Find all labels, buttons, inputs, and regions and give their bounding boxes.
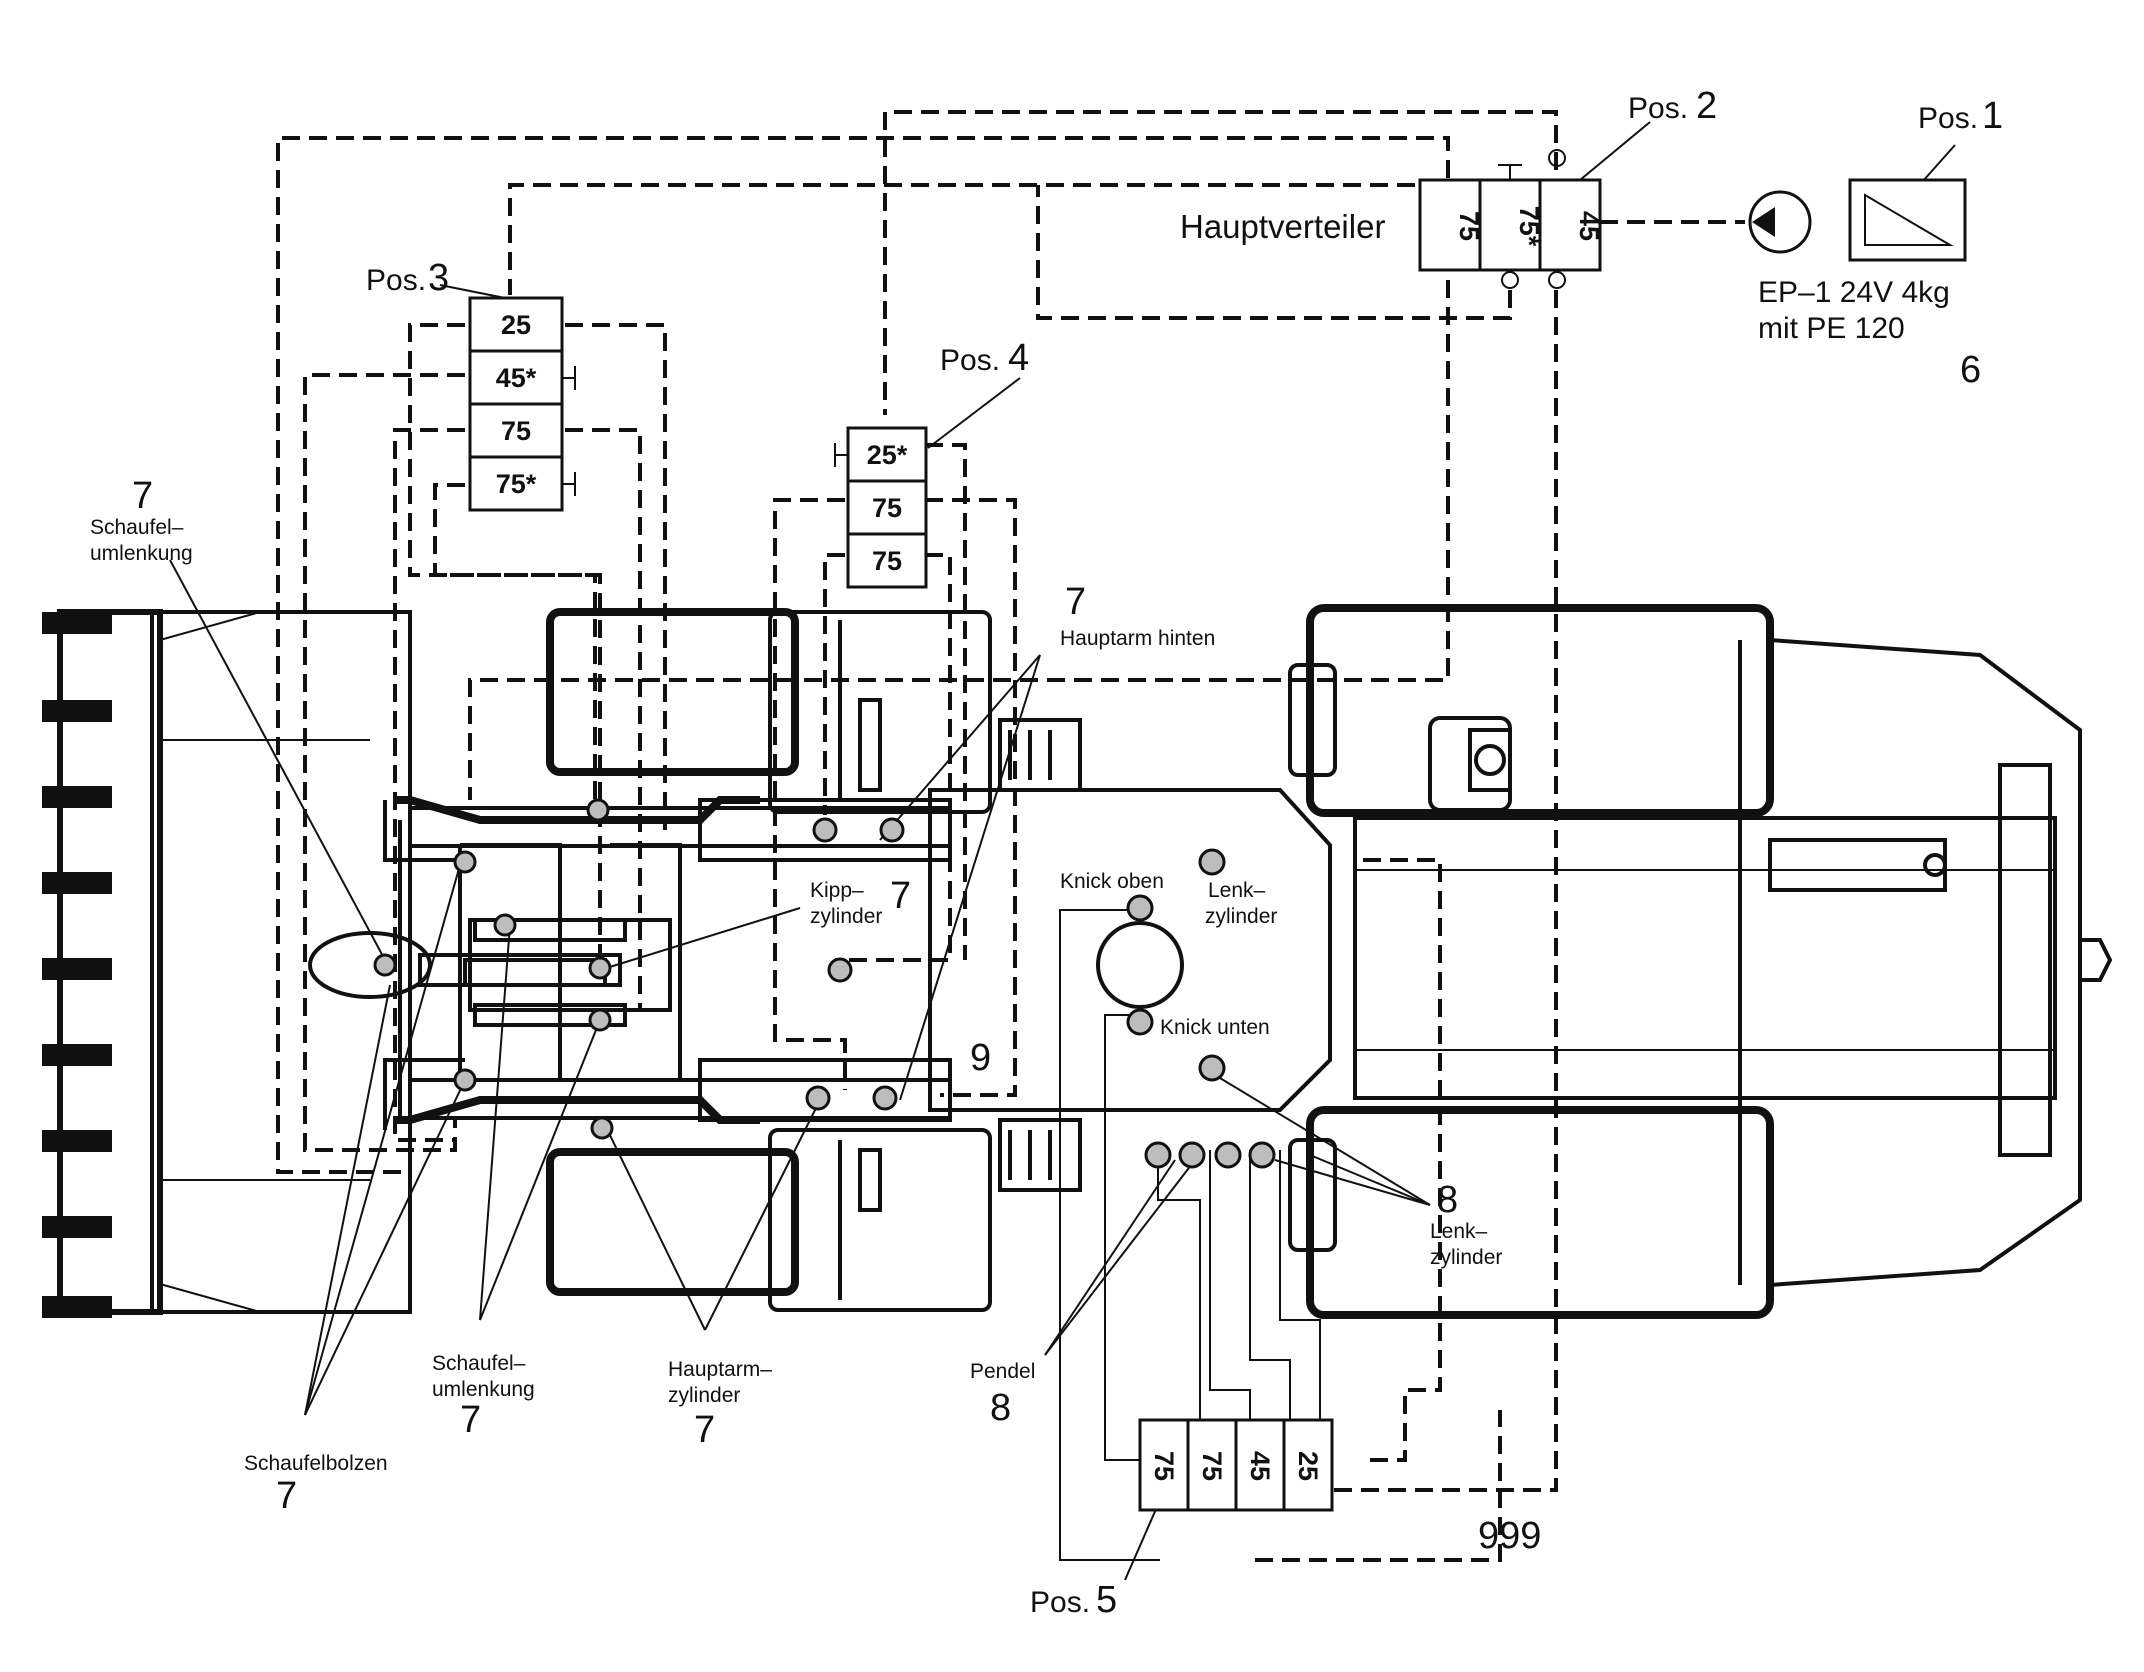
grease-nipple xyxy=(493,913,517,937)
pos5-feed-lines xyxy=(1059,909,1321,1561)
lenk-bottom-line2: zylinder xyxy=(1430,1246,1502,1269)
grease-nipple xyxy=(812,817,838,843)
bucket xyxy=(42,609,432,1318)
grease-nipple xyxy=(872,1085,898,1111)
pos5-cell-1: 75 xyxy=(1149,1451,1179,1481)
grease-nipple xyxy=(1126,894,1154,922)
pos4-cell-2: 75 xyxy=(872,493,902,523)
pos5-cell-4: 25 xyxy=(1293,1451,1323,1481)
schaufelumlenkung-bottom-number: 7 xyxy=(460,1399,481,1441)
number-999: 999 xyxy=(1478,1515,1541,1557)
kipp-line1: Kipp– xyxy=(810,879,864,902)
schaufelumlenkung-bottom-line1: Schaufel– xyxy=(432,1352,526,1375)
pos4-distributor: 25* 75 75 xyxy=(834,426,928,589)
leader-lines xyxy=(169,121,1956,1581)
main-distributor: 75 75* 45 xyxy=(1418,149,1604,289)
main-cell-3: 45 xyxy=(1574,211,1604,241)
grease-nipple xyxy=(588,1008,612,1032)
pos5-label: Pos.5 xyxy=(1030,1579,1117,1621)
pump-spec-line2: mit PE 120 xyxy=(1758,312,1905,345)
pendel-label: Pendel xyxy=(970,1360,1035,1383)
pos4-cell-1: 25* xyxy=(867,440,908,470)
lenk-top-line1: Lenk– xyxy=(1208,879,1266,902)
grease-nipple xyxy=(590,1116,614,1140)
grease-nipples xyxy=(373,798,1276,1169)
hauptarm-zylinder-number: 7 xyxy=(694,1409,715,1451)
kipp-number: 7 xyxy=(890,875,911,917)
grease-nipple xyxy=(453,850,477,874)
loader-outline xyxy=(42,604,2113,1319)
grease-nipple xyxy=(1214,1141,1242,1169)
hauptarm-hinten-number: 7 xyxy=(1065,581,1086,623)
lube-lines xyxy=(276,110,1745,1562)
pos5-cell-2: 75 xyxy=(1197,1451,1227,1481)
main-cell-2: 75* xyxy=(1514,206,1544,247)
labels: Pos.1 Pos.2 Pos.3 Pos.4 Pos.5 Hauptverte… xyxy=(90,85,2003,1621)
pos5-distributor: 75 75 45 25 xyxy=(1138,1418,1334,1512)
schaufelumlenkung-top-line1: Schaufel– xyxy=(90,516,184,539)
grease-nipple xyxy=(1248,1141,1276,1169)
rear-frame xyxy=(1288,604,2113,1319)
articulation-joint xyxy=(928,788,1332,1112)
main-cell-1: 75 xyxy=(1454,211,1484,241)
grease-nipple xyxy=(1178,1141,1206,1169)
hauptarm-zylinder-line2: zylinder xyxy=(668,1384,740,1407)
pos3-distributor: 25 45* 75 75* xyxy=(468,296,576,512)
grease-nipple xyxy=(879,817,905,843)
schaufelbolzen-label: Schaufelbolzen xyxy=(244,1452,388,1475)
hauptarm-zylinder-line1: Hauptarm– xyxy=(668,1358,772,1381)
pos4-label: Pos.4 xyxy=(940,337,1029,379)
front-frame-box-lower xyxy=(768,1128,992,1312)
front-frame-top xyxy=(546,608,799,776)
knick-unten-label: Knick unten xyxy=(1160,1016,1270,1039)
grease-nipple xyxy=(1198,848,1226,876)
grease-nipple xyxy=(805,1085,831,1111)
grease-nipple xyxy=(453,1068,477,1092)
pos3-cell-4: 75* xyxy=(496,469,537,499)
grease-nipple xyxy=(586,798,610,822)
lenk-bottom-number: 8 xyxy=(1437,1179,1458,1221)
pos3-label: Pos.3 xyxy=(366,257,449,299)
hauptarm-hinten-label: Hauptarm hinten xyxy=(1060,627,1215,650)
number-6: 6 xyxy=(1960,349,1981,391)
lenk-bottom-line1: Lenk– xyxy=(1430,1220,1488,1243)
pos4-cell-3: 75 xyxy=(872,546,902,576)
knick-oben-label: Knick oben xyxy=(1060,870,1164,893)
front-frame-bottom xyxy=(546,1148,799,1296)
kipp-line2: zylinder xyxy=(810,905,882,928)
schaufelumlenkung-top-line2: umlenkung xyxy=(90,542,193,565)
articulation-pin xyxy=(1096,921,1184,1009)
grease-nipple xyxy=(373,953,397,977)
grease-nipple xyxy=(1126,1008,1154,1036)
grease-nipple xyxy=(827,957,853,983)
pos2-label: Pos.2 xyxy=(1628,85,1717,127)
main-distributor-title: Hauptverteiler xyxy=(1180,208,1385,245)
pos5-cell-3: 45 xyxy=(1245,1451,1275,1481)
lenk-top-line2: zylinder xyxy=(1205,905,1277,928)
schaufelumlenkung-bottom-line2: umlenkung xyxy=(432,1378,535,1401)
pump-spec-line1: EP–1 24V 4kg xyxy=(1758,276,1950,309)
pos1-label: Pos.1 xyxy=(1918,95,2003,137)
number-9: 9 xyxy=(970,1037,991,1079)
pump-unit xyxy=(1748,178,1967,262)
schaufelumlenkung-top-number: 7 xyxy=(132,475,153,517)
schaufelbolzen-number: 7 xyxy=(276,1475,297,1517)
pos3-cell-1: 25 xyxy=(501,310,531,340)
pos3-cell-2: 45* xyxy=(496,363,537,393)
grease-nipple xyxy=(1144,1141,1172,1169)
grease-nipple xyxy=(1198,1054,1226,1082)
pendel-number: 8 xyxy=(990,1387,1011,1429)
lift-arms xyxy=(395,796,952,1124)
pos3-cell-3: 75 xyxy=(501,416,531,446)
grease-nipple xyxy=(588,956,612,980)
